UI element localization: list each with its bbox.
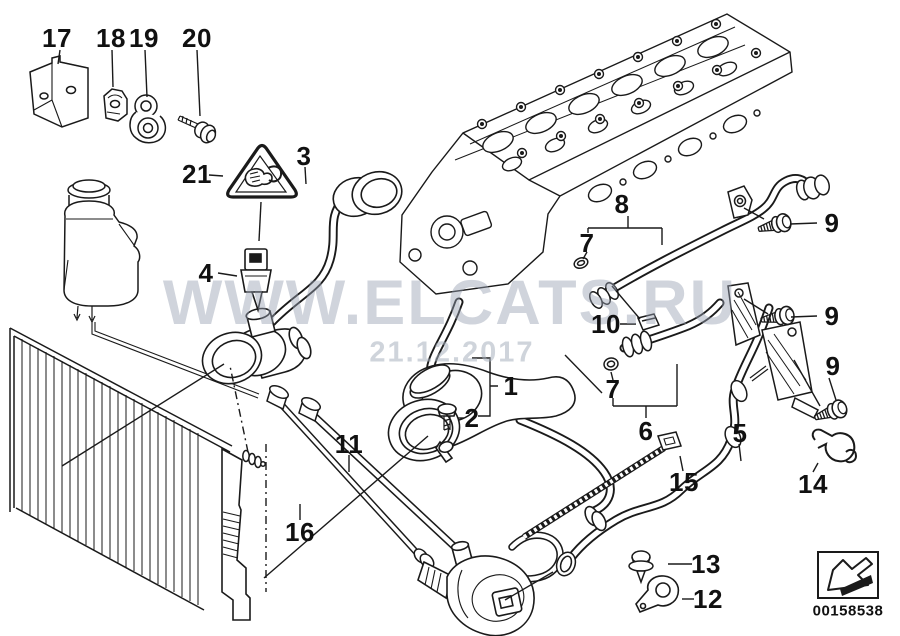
watermark-date: 21.12.2017 (369, 336, 535, 369)
clamp-14 (811, 428, 858, 464)
callout-15: 15 (669, 467, 699, 497)
temp-sensor-4 (240, 248, 272, 313)
clamp-12 (635, 575, 680, 614)
radiator (9, 327, 266, 621)
callout-9-middle: 9 (824, 301, 840, 331)
t-fitting (201, 248, 312, 385)
leader-lines (57, 49, 837, 601)
callout-8: 8 (614, 189, 630, 219)
callout-16: 16 (285, 517, 315, 547)
screw-2 (437, 403, 457, 431)
callout-7-upper: 7 (579, 228, 595, 258)
cable-tie-15 (522, 431, 682, 540)
clip-10 (636, 313, 661, 331)
callout-6: 6 (638, 416, 654, 446)
direction-arrow-icon (817, 551, 879, 599)
expansion-tank (63, 179, 260, 399)
clip-18 (103, 88, 128, 122)
hose5-fittings (555, 379, 748, 577)
callout-3: 3 (296, 141, 312, 171)
screw-20 (177, 115, 217, 144)
hose8-fittings (589, 174, 830, 309)
hose3-flange (332, 170, 403, 218)
callout-10: 10 (591, 309, 621, 339)
bracket-17 (29, 55, 89, 128)
callout-12: 12 (693, 584, 723, 614)
callout-11: 11 (334, 429, 364, 459)
callout-9-upper: 9 (824, 208, 840, 238)
callout-13: 13 (691, 549, 721, 579)
hose6-fittings (573, 256, 653, 371)
catalog-number: 00158538 (812, 602, 884, 620)
engine-cylinder-head (399, 13, 793, 295)
callout-19: 19 (129, 23, 159, 53)
callout-7-lower: 7 (605, 374, 621, 404)
screw-13 (628, 550, 654, 585)
engine-bolts (476, 18, 762, 159)
callout-21: 21 (182, 159, 212, 189)
callout-2: 2 (464, 403, 480, 433)
holder-19 (129, 94, 167, 144)
callout-9-lower: 9 (825, 351, 841, 381)
watermark-site: WWW.ELCATS.RU (162, 268, 738, 338)
screw-9-upper (755, 211, 794, 239)
hot-warning-icon (226, 143, 298, 199)
callout-18: 18 (96, 23, 126, 53)
callout-17: 17 (42, 23, 72, 53)
callout-4: 4 (198, 258, 214, 288)
aux-water-pump (417, 540, 535, 636)
callout-1: 1 (503, 371, 519, 401)
elbow-assembly-1 (387, 363, 607, 532)
callout-5: 5 (732, 418, 748, 448)
callout-20: 20 (182, 23, 212, 53)
callout-14: 14 (798, 469, 828, 499)
mounting-brackets (727, 282, 820, 420)
